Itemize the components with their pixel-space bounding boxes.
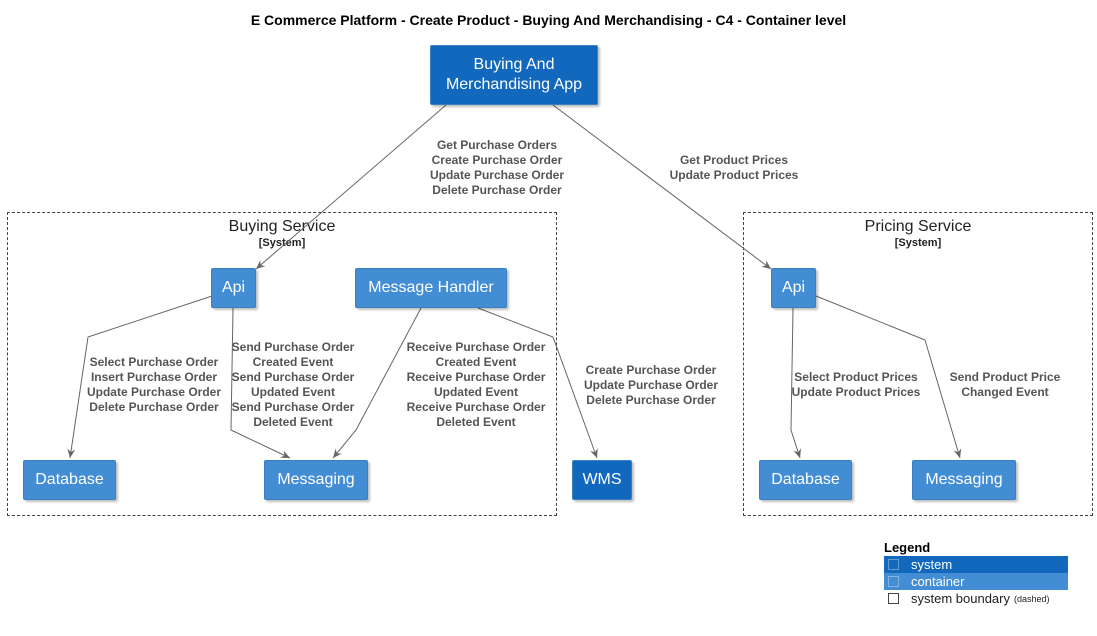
- edge-label-pricing-api-to-messaging: Send Product Price Changed Event: [949, 370, 1061, 399]
- edge-label-buying-api-to-db: Select Purchase Order Insert Purchase Or…: [86, 355, 222, 414]
- message-handler-label: Message Handler: [368, 279, 494, 296]
- legend-item-boundary-note: (dashed): [1014, 593, 1050, 604]
- pricing-service-boundary: Pricing Service [System]: [743, 212, 1093, 516]
- buying-api-label: Api: [221, 279, 246, 296]
- wms-node[interactable]: WMS: [572, 460, 632, 500]
- legend-item-container-label: container: [911, 574, 965, 589]
- buying-and-merchandising-app-node[interactable]: Buying And Merchandising App: [430, 45, 598, 105]
- buying-and-merchandising-app-label: Buying And Merchandising App: [445, 56, 583, 93]
- pricing-api-label: Api: [781, 279, 806, 296]
- buying-messaging-node[interactable]: Messaging: [264, 460, 368, 500]
- buying-messaging-label: Messaging: [277, 471, 355, 488]
- legend-item-system-label: system: [911, 557, 953, 572]
- edge-label-app-to-pricing-api: Get Product Prices Update Product Prices: [669, 153, 799, 182]
- buying-database-node[interactable]: Database: [23, 460, 116, 500]
- pricing-service-title: Pricing Service: [864, 218, 972, 235]
- buying-api-node[interactable]: Api: [211, 268, 256, 308]
- diagram-title: E Commerce Platform - Create Product - B…: [250, 12, 847, 28]
- edge-pricing-api-to-db: [790, 307, 802, 459]
- edge-pricing-api-to-messaging: [815, 295, 962, 459]
- buying-service-title: Buying Service: [228, 218, 336, 235]
- pricing-database-label: Database: [771, 471, 840, 488]
- pricing-api-node[interactable]: Api: [771, 268, 816, 308]
- buying-database-label: Database: [35, 471, 104, 488]
- legend: Legend system container system boundary …: [884, 540, 1068, 607]
- pricing-messaging-node[interactable]: Messaging: [912, 460, 1016, 500]
- pricing-messaging-label: Messaging: [925, 471, 1003, 488]
- edge-buying-api-to-db: [67, 295, 213, 459]
- edge-handler-to-messaging: [332, 307, 422, 459]
- buying-service-boundary: Buying Service [System]: [7, 212, 557, 516]
- edge-app-to-buying-api: [255, 104, 447, 270]
- edge-label-handler-to-messaging: Receive Purchase Order Created Event Rec…: [406, 340, 546, 429]
- pricing-database-node[interactable]: Database: [759, 460, 852, 500]
- legend-item-container: container: [884, 573, 1068, 590]
- legend-title: Legend: [884, 540, 931, 555]
- legend-item-boundary: system boundary (dashed): [884, 590, 1068, 607]
- edge-label-handler-to-wms: Create Purchase Order Update Purchase Or…: [583, 363, 719, 407]
- system-swatch-icon: [888, 559, 899, 570]
- container-swatch-icon: [888, 576, 899, 587]
- legend-item-boundary-label: system boundary: [911, 591, 1010, 606]
- edge-app-to-pricing-api: [552, 104, 772, 270]
- pricing-service-type: [System]: [894, 237, 942, 249]
- message-handler-node[interactable]: Message Handler: [355, 268, 507, 308]
- edge-buying-api-to-messaging: [230, 307, 291, 459]
- edge-label-pricing-api-to-db: Select Product Prices Update Product Pri…: [791, 370, 921, 399]
- edge-label-buying-api-to-messaging: Send Purchase Order Created Event Send P…: [231, 340, 355, 429]
- wms-label: WMS: [582, 471, 622, 488]
- edge-label-app-to-buying-api: Get Purchase Orders Create Purchase Orde…: [429, 138, 565, 197]
- edge-handler-to-wms: [477, 307, 598, 459]
- buying-service-type: [System]: [258, 237, 306, 249]
- boundary-swatch-icon: [888, 593, 899, 604]
- legend-item-system: system: [884, 556, 1068, 573]
